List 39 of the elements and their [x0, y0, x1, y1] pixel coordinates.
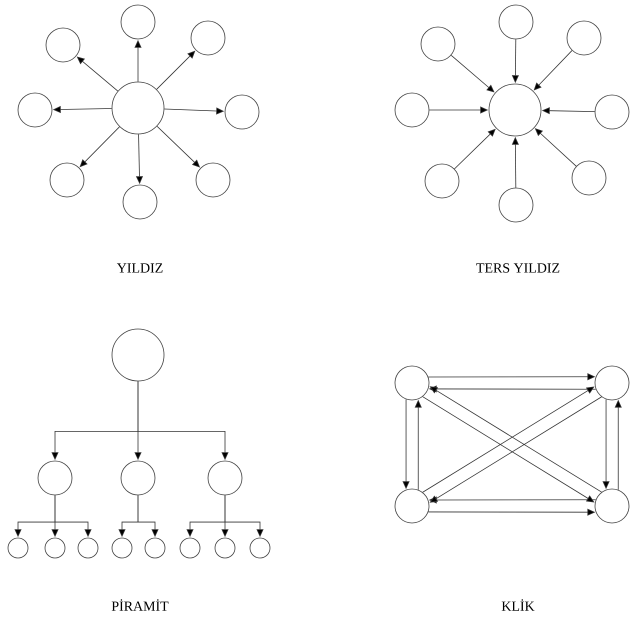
circle-node — [594, 94, 630, 130]
circle-node — [112, 538, 132, 558]
circle-node — [120, 460, 156, 496]
circle-node — [196, 162, 230, 198]
circle-node — [18, 92, 52, 128]
diagram-caption: TERS YILDIZ — [476, 263, 560, 273]
circle-node — [224, 94, 260, 130]
circle-node — [50, 162, 84, 198]
diagram-caption: KLİK — [502, 599, 535, 611]
circle-node — [424, 164, 460, 198]
circle-node — [38, 460, 72, 496]
circle-node — [208, 460, 242, 496]
circle-node — [120, 4, 156, 40]
circle-node — [46, 28, 80, 62]
circle-node — [594, 488, 630, 524]
circle-node — [566, 20, 602, 56]
circle-node — [214, 538, 236, 558]
circle-node — [112, 328, 164, 382]
circle-node — [112, 82, 164, 134]
circle-node — [594, 366, 630, 400]
circle-node — [8, 538, 28, 558]
circle-node — [394, 488, 430, 524]
circle-node — [420, 26, 456, 62]
circle-node — [122, 184, 158, 220]
circle-node — [498, 4, 534, 40]
circle-node — [78, 538, 98, 558]
circle-node — [572, 160, 606, 196]
circle-node — [190, 20, 226, 56]
circle-node — [488, 84, 542, 136]
circle-node — [394, 366, 430, 400]
circle-node — [44, 538, 66, 558]
circle-node — [250, 538, 270, 558]
arrow — [156, 50, 196, 90]
circle-node — [144, 538, 166, 558]
circle-node — [394, 92, 430, 128]
circle-node — [498, 188, 534, 222]
diagram-caption: YILDIZ — [116, 263, 162, 273]
diagram-caption: PİRAMİT — [112, 599, 168, 611]
circle-node — [180, 538, 200, 558]
